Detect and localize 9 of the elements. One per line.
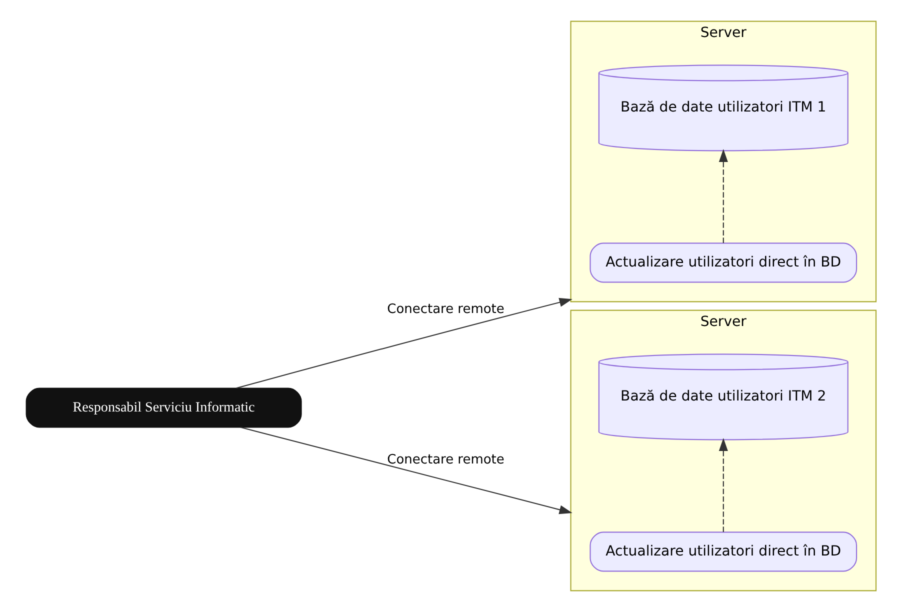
arrow — [236, 298, 572, 389]
arrow — [240, 426, 572, 514]
arrow — [718, 438, 728, 532]
edge-label: Conectare remote — [386, 302, 504, 318]
node-box: Actualizare utilizatori direct în BD — [589, 242, 857, 283]
node-box: Actualizare utilizatori direct în BD — [589, 532, 857, 572]
node-box: Responsabil Serviciu Informatic — [25, 388, 302, 428]
arrow — [718, 149, 728, 244]
edge-label: Conectare remote — [386, 452, 504, 468]
